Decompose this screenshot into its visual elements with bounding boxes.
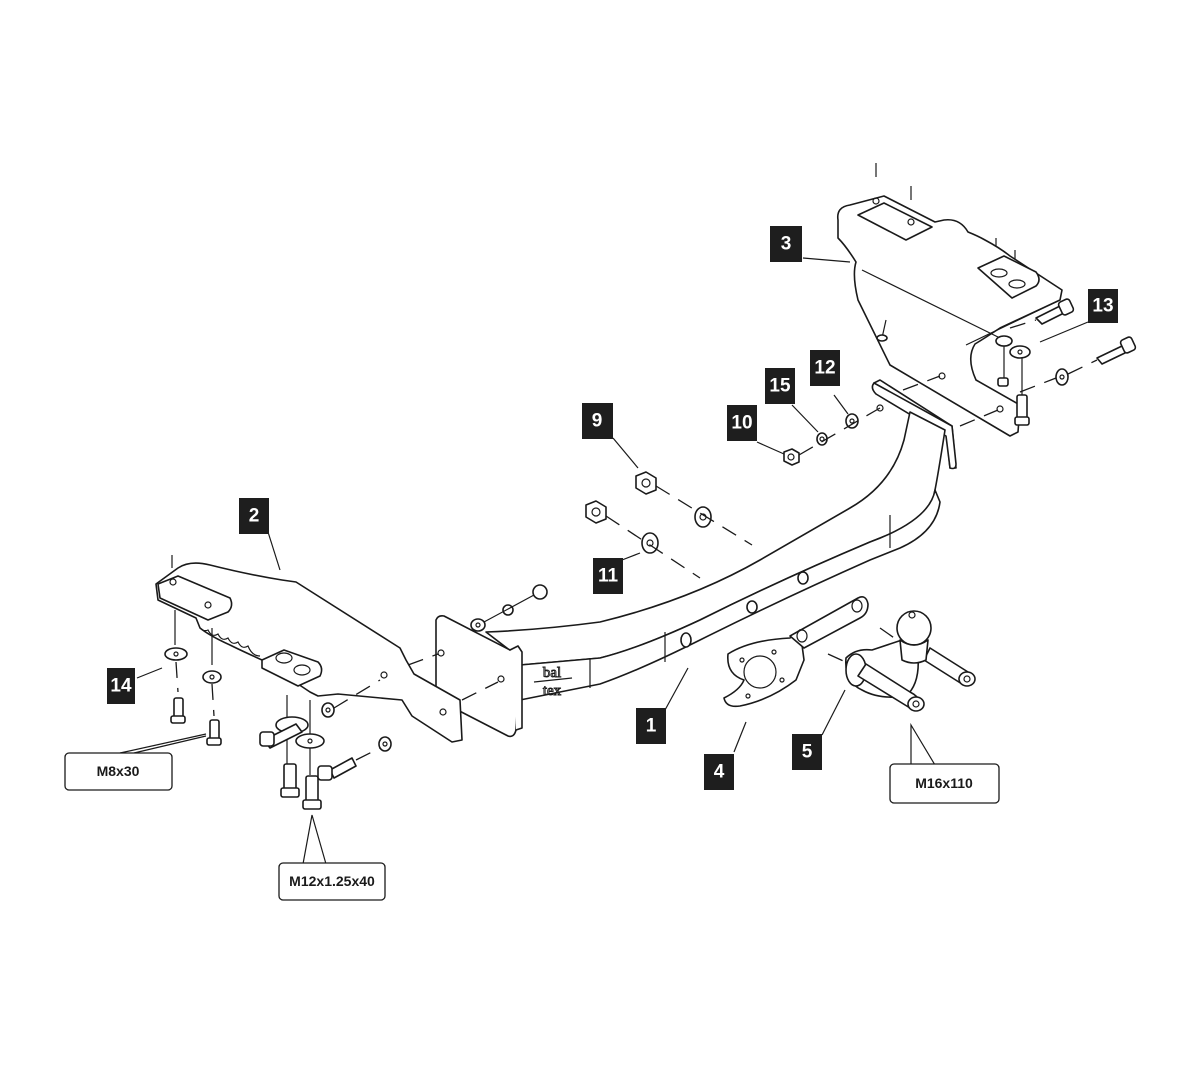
svg-text:15: 15 — [769, 376, 791, 397]
callout-9: 9 — [582, 403, 613, 439]
callout-15: 15 — [765, 368, 795, 404]
callout-4: 4 — [704, 754, 734, 790]
callout-14: 14 — [107, 668, 135, 704]
spec-m8x30: M8x30 — [64, 733, 207, 791]
left-bracket — [155, 555, 463, 743]
tow-ball — [827, 610, 976, 712]
baltex-logo: bal tex — [533, 665, 573, 699]
svg-text:9: 9 — [592, 411, 603, 432]
right-bracket-fasteners — [995, 298, 1137, 426]
svg-text:1: 1 — [646, 716, 657, 737]
callout-3: 3 — [770, 226, 802, 262]
svg-text:4: 4 — [714, 762, 725, 783]
callout-13: 13 — [1088, 289, 1118, 323]
right-bracket — [836, 163, 1063, 437]
spec-m12x1-25x40: M12x1.25x40 — [278, 814, 386, 901]
callout-12: 12 — [810, 350, 840, 386]
callout-5: 5 — [792, 734, 822, 770]
svg-text:3: 3 — [781, 234, 792, 255]
callout-11: 11 — [593, 558, 623, 594]
spec-m16x110: M16x110 — [889, 722, 1000, 804]
svg-text:11: 11 — [598, 566, 619, 587]
svg-text:2: 2 — [249, 506, 260, 527]
svg-text:14: 14 — [110, 676, 132, 697]
callout-1: 1 — [636, 708, 666, 744]
svg-text:10: 10 — [731, 413, 752, 434]
callout-2: 2 — [239, 498, 269, 534]
logo-line2: tex — [543, 683, 562, 699]
logo-line1: bal — [543, 665, 561, 681]
svg-text:13: 13 — [1092, 296, 1113, 317]
socket-plate — [723, 596, 869, 708]
svg-text:M16x110: M16x110 — [915, 775, 973, 791]
crossbar-left-fasteners — [470, 584, 548, 632]
upper-nuts-washers — [585, 404, 884, 579]
svg-text:M12x1.25x40: M12x1.25x40 — [289, 873, 375, 889]
leader-lines — [136, 257, 1089, 753]
svg-text:M8x30: M8x30 — [97, 763, 140, 779]
left-bracket-fasteners — [164, 610, 392, 810]
svg-text:5: 5 — [802, 742, 813, 763]
callout-10: 10 — [727, 405, 757, 441]
svg-text:12: 12 — [814, 358, 835, 379]
